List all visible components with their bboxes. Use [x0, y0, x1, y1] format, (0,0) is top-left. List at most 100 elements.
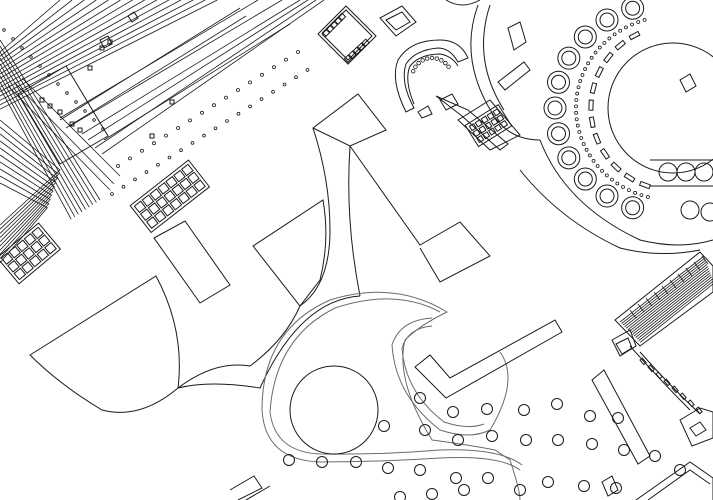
tree-circle: [447, 406, 459, 418]
colonnade-edge: [101, 0, 325, 155]
courtyard-cell: [333, 16, 343, 25]
tree-circle: [486, 430, 498, 442]
ring-column: [574, 117, 579, 122]
colonnade-edge: [59, 0, 259, 119]
colonnade-edge: [7, 85, 111, 191]
column-dot: [271, 90, 275, 94]
colonnade-stripe: [0, 0, 97, 66]
apse-column: [424, 56, 430, 61]
ring-column: [586, 61, 591, 66]
ring-column: [581, 142, 586, 146]
nw-grid-cell: [44, 241, 57, 255]
tree-circle: [578, 480, 590, 492]
column-dot: [83, 109, 87, 113]
apse-column: [439, 58, 444, 63]
apse-grid-cell: [493, 123, 503, 132]
ring-column: [627, 188, 631, 193]
tree-circle: [378, 420, 390, 432]
ring-column: [642, 17, 647, 22]
ring-column: [583, 67, 587, 71]
grid-a-cell: [180, 163, 194, 177]
colonnade-stripe: [0, 51, 94, 206]
ring-column: [579, 136, 584, 140]
ring-room: [547, 122, 571, 146]
apse-column: [446, 64, 451, 70]
ring-column: [578, 79, 583, 83]
column-dot: [212, 103, 216, 108]
pier-square: [69, 121, 75, 127]
apse-grid-cell: [486, 111, 495, 121]
apse-grid-cell: [492, 108, 501, 117]
nw-grid-cell: [37, 234, 51, 247]
colonnade-stripe: [0, 0, 194, 101]
ramp-stripe: [636, 278, 713, 340]
colonnade-edge: [21, 77, 121, 177]
tree-circle: [610, 482, 622, 494]
ring-column: [595, 164, 600, 168]
column-dot: [152, 141, 156, 146]
tree-circle: [458, 484, 470, 496]
ring-column: [645, 195, 650, 199]
colonnade-stripe: [0, 81, 76, 217]
grid-a-cell: [193, 179, 206, 192]
ring-room: [621, 0, 645, 20]
column-dot: [224, 95, 228, 100]
ring-room-inner: [577, 171, 593, 187]
tree-circle: [414, 464, 426, 476]
grid-a-cell: [155, 196, 169, 209]
ring-column: [587, 153, 592, 158]
column-dot: [65, 91, 69, 95]
courtyard-cell: [325, 24, 335, 33]
chevron-stripe: [0, 119, 61, 226]
courtyard-cell: [337, 12, 347, 21]
courtyard-cell: [348, 50, 357, 59]
apse-grid-cell: [484, 121, 493, 130]
ramp-stripe: [633, 274, 712, 337]
ramp-stripe: [625, 264, 708, 329]
apse-column: [413, 64, 418, 70]
column-dot: [236, 111, 241, 116]
tree-circle: [542, 476, 554, 488]
ring-column: [604, 173, 609, 178]
south-small-blocks: [229, 475, 271, 500]
ramp-stripe: [638, 280, 713, 342]
ring-column: [593, 50, 598, 55]
colonnade-edge: [13, 81, 115, 185]
pier-square: [99, 35, 113, 49]
nw-grid-cell: [0, 252, 14, 265]
tree-circle: [419, 424, 431, 436]
column-dot: [20, 46, 24, 50]
column-dot: [225, 119, 229, 123]
ring-room: [680, 200, 700, 220]
colonnade-stripe: [0, 0, 145, 84]
apse-grid-cell: [480, 115, 489, 124]
wall-post: [679, 392, 687, 401]
nw-grid-cell: [21, 261, 34, 274]
ring-room-inner: [547, 100, 563, 116]
chevron-stripe: [0, 161, 53, 251]
ring-room: [573, 25, 597, 49]
nw-grid-cell: [36, 248, 50, 261]
colonnade-stripe: [0, 87, 72, 220]
ramp-stripe: [627, 266, 709, 331]
column-dot: [248, 80, 252, 85]
nw-grid-cell: [30, 240, 43, 254]
colonnade-stripe: [0, 0, 206, 106]
colonnade-frame: [17, 65, 109, 165]
colonnade-stripe: [0, 0, 170, 92]
colonnade-edge: [69, 0, 283, 127]
column-dot: [202, 133, 206, 138]
tree-circle: [450, 472, 462, 484]
ring-room-inner: [577, 29, 593, 45]
ring-bar: [599, 147, 611, 160]
grid-a-cell: [133, 200, 147, 214]
ring-room: [547, 70, 571, 94]
column-dot: [213, 126, 218, 131]
wall-post: [655, 371, 663, 380]
pier-square: [149, 133, 155, 139]
column-dot: [272, 65, 276, 70]
tree-circle: [520, 434, 532, 446]
tree-circle: [283, 454, 295, 466]
chevron-stripe: [0, 126, 60, 230]
